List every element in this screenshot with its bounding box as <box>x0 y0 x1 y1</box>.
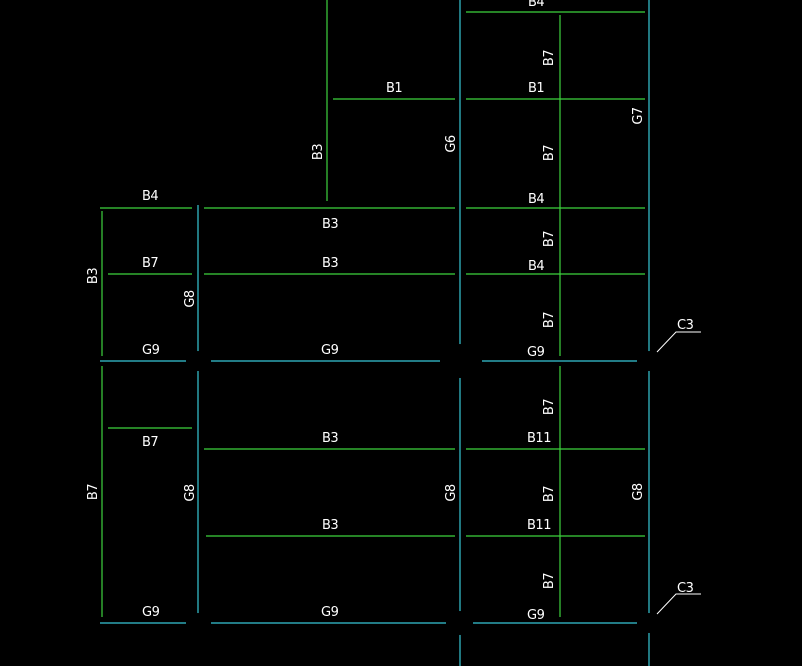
label-g8-left2: G8 <box>183 484 198 502</box>
label-b3-left-vertical: B3 <box>86 268 101 284</box>
label-b7-r4: B7 <box>542 312 557 328</box>
label-b7-r6: B7 <box>542 486 557 502</box>
label-g9-mid1: G9 <box>321 343 339 358</box>
label-g8-right: G8 <box>631 483 646 501</box>
label-b4-right1: B4 <box>528 192 544 207</box>
label-b4-top: B4 <box>528 0 544 10</box>
column-node-left-lower <box>188 613 208 633</box>
column-node-right-lower <box>639 613 659 633</box>
label-g8-mid: G8 <box>444 484 459 502</box>
label-b7-left-vertical: B7 <box>86 484 101 500</box>
label-g9-mid2: G9 <box>321 605 339 620</box>
column-node-left-upper <box>188 351 208 371</box>
label-g9-right2: G9 <box>527 608 545 623</box>
column-node-mid-lower <box>448 611 472 635</box>
label-b11-right1: B11 <box>527 431 551 446</box>
label-b7-r5: B7 <box>542 399 557 415</box>
label-b4-left: B4 <box>142 189 158 204</box>
label-b7-left1: B7 <box>142 256 158 271</box>
label-b1-mid: B1 <box>386 81 402 96</box>
label-b7-r7: B7 <box>542 573 557 589</box>
label-c3-top: C3 <box>677 318 694 333</box>
label-g8-left1: G8 <box>183 290 198 308</box>
column-node-right-upper <box>639 351 659 371</box>
leader-line-c3-top <box>656 331 701 353</box>
label-g7-right: G7 <box>631 107 646 125</box>
label-b7-r2: B7 <box>542 145 557 161</box>
label-g6-vertical: G6 <box>444 135 459 153</box>
column-node-mid-upper <box>443 344 477 378</box>
label-g9-right1: G9 <box>527 345 545 360</box>
leader-line-c3-bottom <box>656 593 701 615</box>
label-b7-r3: B7 <box>542 231 557 247</box>
label-b3-mid4: B3 <box>322 518 338 533</box>
label-b3-vertical: B3 <box>311 144 326 160</box>
label-c3-bottom: C3 <box>677 581 694 596</box>
label-b7-r1: B7 <box>542 50 557 66</box>
label-b4-right2: B4 <box>528 259 544 274</box>
label-b1-right: B1 <box>528 81 544 96</box>
label-b11-right2: B11 <box>527 518 551 533</box>
label-g9-left1: G9 <box>142 343 160 358</box>
label-b3-mid2: B3 <box>322 256 338 271</box>
label-g9-left2: G9 <box>142 605 160 620</box>
label-b3-mid3: B3 <box>322 431 338 446</box>
label-b3-mid1: B3 <box>322 217 338 232</box>
label-b7-left2: B7 <box>142 435 158 450</box>
